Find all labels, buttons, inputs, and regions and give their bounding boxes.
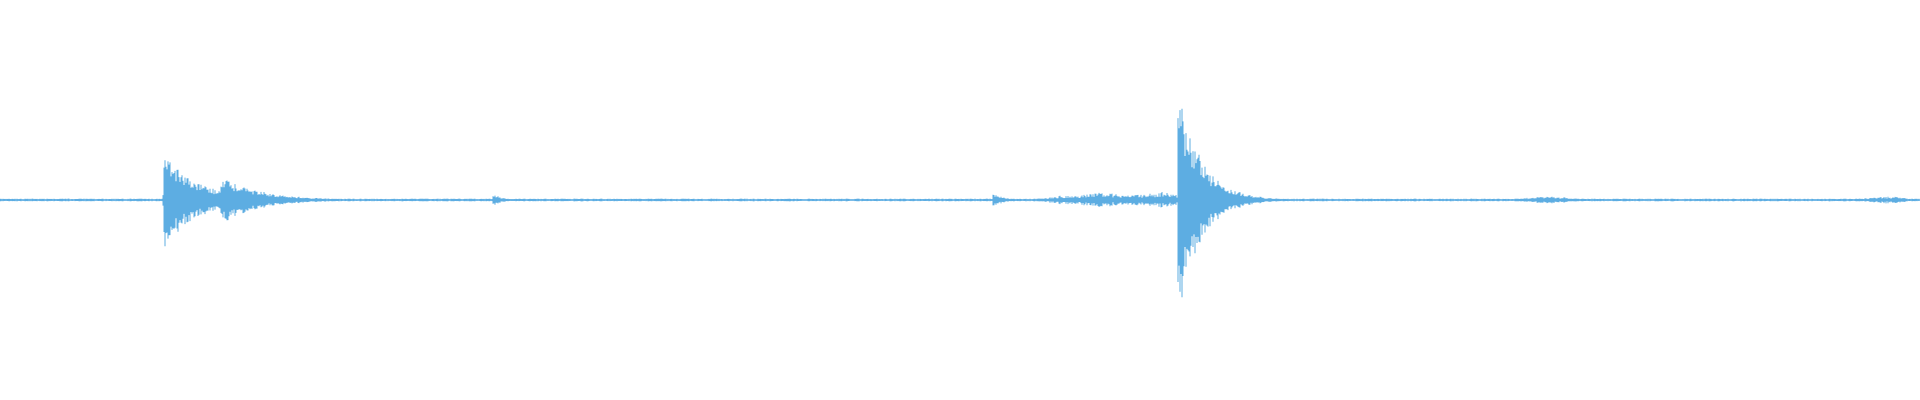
waveform-path xyxy=(0,108,1920,298)
